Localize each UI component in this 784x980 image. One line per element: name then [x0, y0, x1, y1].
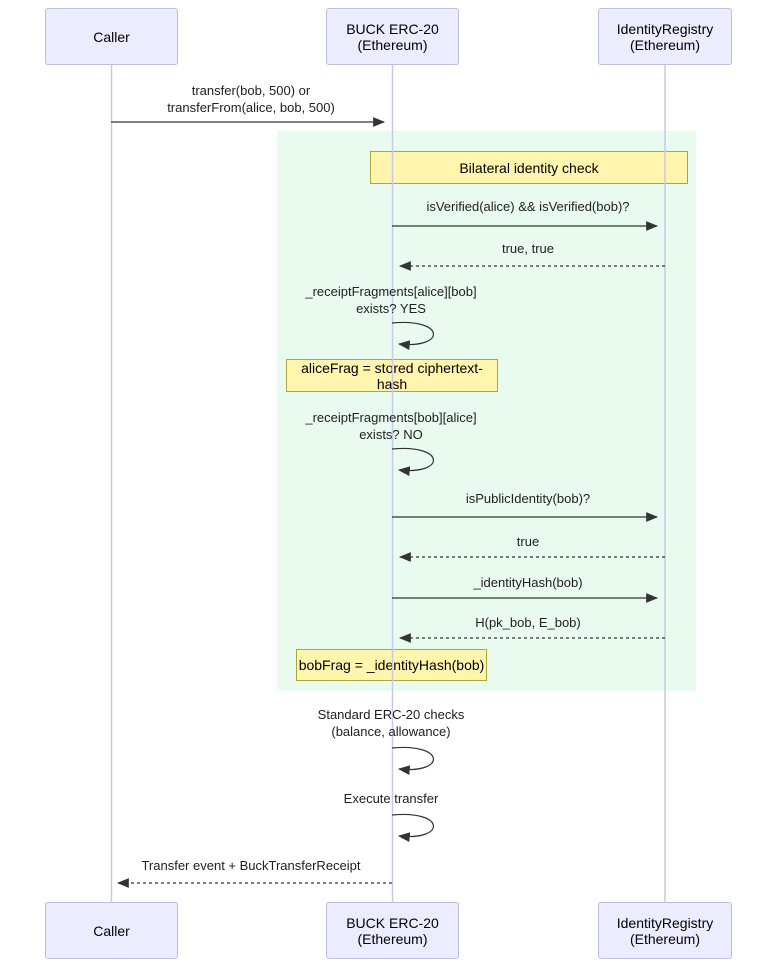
message-is-verified: isVerified(alice) && isVerified(bob)? [426, 199, 630, 214]
message-transfer-call: transfer(bob, 500) or transferFrom(alice… [167, 83, 335, 115]
message-receipt-bob-alice: _receiptFragments[bob][alice] exists? NO [305, 410, 477, 442]
note-bob-frag: bobFrag = _identityHash(bob) [296, 649, 487, 681]
actor-token-label: BUCK ERC-20 (Ethereum) [346, 20, 439, 53]
actor-registry-label: IdentityRegistry (Ethereum) [616, 914, 714, 947]
actor-registry-bottom: IdentityRegistry (Ethereum) [598, 902, 732, 959]
note-bilateral-identity-check: Bilateral identity check [370, 151, 688, 184]
message-is-public-identity: isPublicIdentity(bob)? [465, 491, 591, 506]
actor-caller-bottom: Caller [45, 902, 178, 959]
message-public-result: true [516, 534, 540, 549]
actor-caller-label: Caller [93, 28, 130, 45]
message-identity-hash: _identityHash(bob) [473, 575, 583, 590]
message-erc20-checks: Standard ERC-20 checks (balance, allowan… [317, 707, 465, 739]
actor-registry-top: IdentityRegistry (Ethereum) [598, 8, 732, 65]
message-receipt-alice-bob: _receiptFragments[alice][bob] exists? YE… [305, 284, 477, 316]
actor-token-top: BUCK ERC-20 (Ethereum) [326, 8, 459, 65]
self-loop-erc20-checks [391, 746, 434, 775]
actor-token-label: BUCK ERC-20 (Ethereum) [346, 914, 439, 947]
actor-caller-top: Caller [45, 8, 178, 65]
message-execute-transfer: Execute transfer [343, 791, 439, 806]
actor-caller-label: Caller [93, 922, 130, 939]
message-identity-hash-result: H(pk_bob, E_bob) [475, 615, 581, 630]
actor-registry-label: IdentityRegistry (Ethereum) [616, 20, 714, 53]
self-loop-execute-transfer [391, 813, 434, 842]
self-loop-receipt-bob-alice [391, 447, 434, 476]
message-verified-result: true, true [501, 241, 555, 256]
actor-token-bottom: BUCK ERC-20 (Ethereum) [326, 902, 459, 959]
self-loop-receipt-alice-bob [391, 321, 434, 350]
message-transfer-event: Transfer event + BuckTransferReceipt [141, 858, 361, 873]
